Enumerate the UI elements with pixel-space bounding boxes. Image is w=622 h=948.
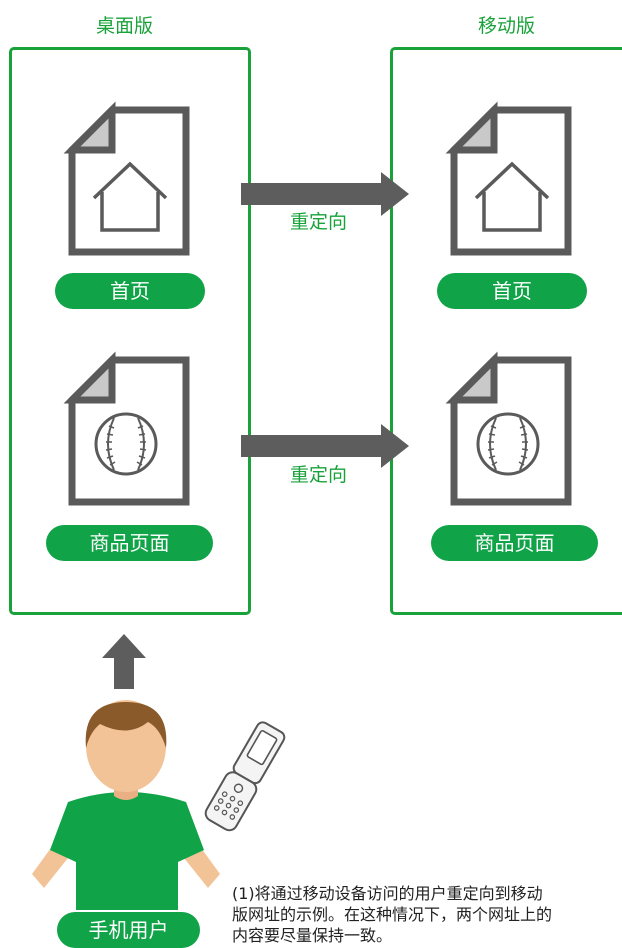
desktop-home-pill: 首页 (55, 273, 205, 309)
desktop-panel (9, 47, 251, 615)
redirect-label-2: 重定向 (290, 464, 348, 486)
baseball-icon (476, 412, 540, 476)
desktop-product-pill: 商品页面 (46, 525, 213, 561)
flip-phone-icon (204, 721, 286, 832)
person-icon (32, 700, 220, 910)
baseball-icon (94, 412, 158, 476)
mobile-title: 移动版 (478, 15, 536, 37)
arrow-up-icon (102, 634, 146, 689)
document-icon (63, 101, 190, 256)
caption-line: 内容要尽量保持一致。 (232, 926, 393, 945)
desktop-title: 桌面版 (96, 15, 154, 37)
mobile-panel (390, 47, 622, 615)
redirect-label-1: 重定向 (290, 211, 348, 233)
caption: (1)将通过移动设备访问的用户重定向到移动 版网址的示例。在这种情况下，两个网址… (232, 883, 618, 946)
user-pill: 手机用户 (57, 912, 200, 948)
document-icon (445, 101, 572, 256)
arrow-right-icon (241, 172, 409, 216)
document-icon (63, 351, 190, 506)
document-icon (445, 351, 572, 506)
arrow-right-icon (241, 424, 409, 468)
mobile-product-pill: 商品页面 (431, 525, 598, 561)
house-icon (474, 161, 550, 232)
house-icon (92, 161, 168, 232)
caption-line: (1)将通过移动设备访问的用户重定向到移动 (232, 884, 543, 903)
mobile-home-pill: 首页 (437, 273, 587, 309)
caption-line: 版网址的示例。在这种情况下，两个网址上的 (232, 905, 553, 924)
